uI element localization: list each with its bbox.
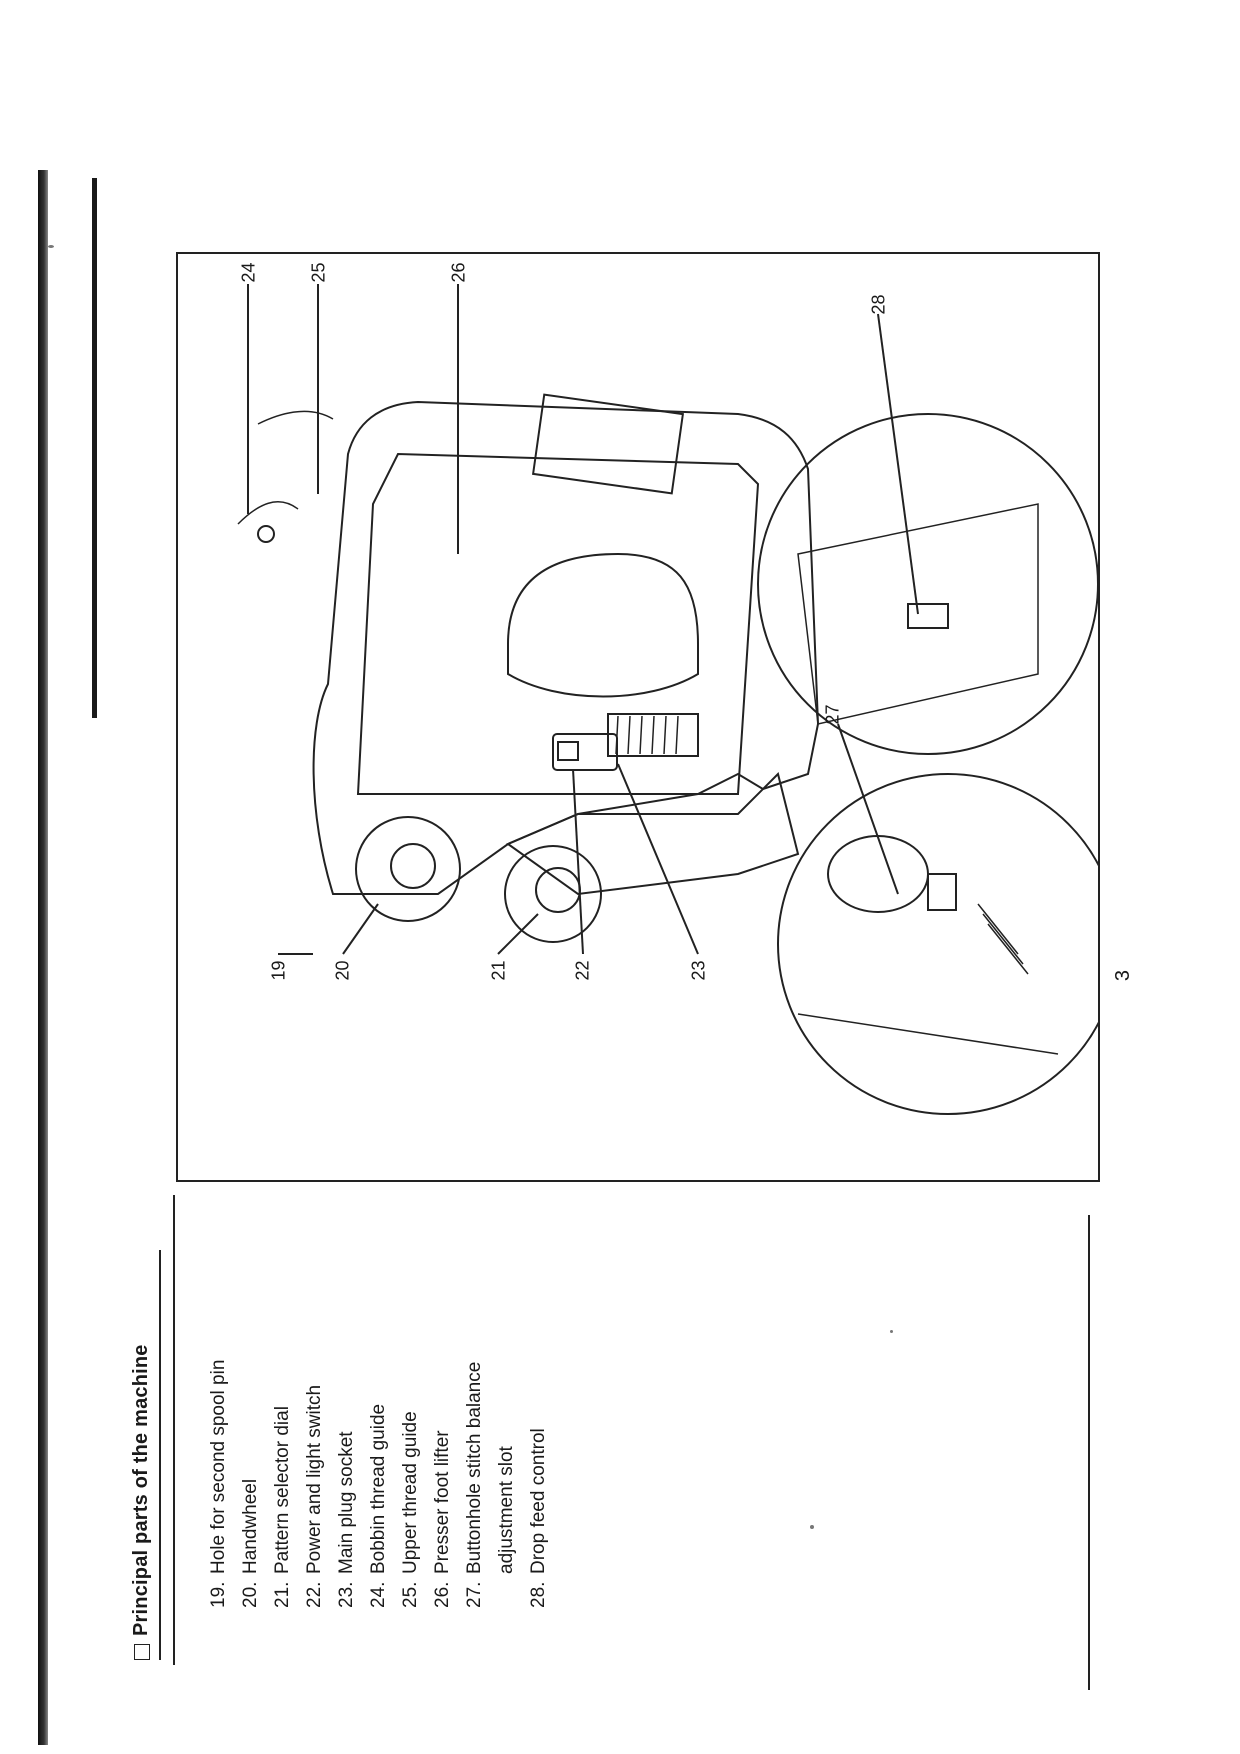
callout-21: 21 — [488, 960, 509, 981]
list-item: 19.Hole for second spool pin — [208, 1359, 229, 1608]
column-rule-right — [1088, 1215, 1090, 1690]
list-item: 25.Upper thread guide — [400, 1411, 421, 1608]
detail-dial — [827, 835, 929, 913]
list-item: 27.Buttonhole stitch balance — [464, 1361, 485, 1608]
detail-slot — [927, 873, 957, 911]
callout-19: 19 — [268, 960, 289, 981]
leader-20 — [342, 903, 379, 955]
list-item: 24.Bobbin thread guide — [368, 1403, 389, 1608]
drop-feed-lever — [907, 603, 949, 629]
flatbed — [531, 393, 685, 495]
margin-rule — [92, 178, 97, 718]
list-item: 23.Main plug socket — [336, 1431, 357, 1608]
handwheel-hub — [390, 843, 436, 889]
column-rule-left — [173, 1195, 175, 1665]
bed-extension — [505, 772, 800, 896]
scan-binding-edge — [38, 170, 48, 1745]
machine-front-panel — [356, 452, 760, 795]
list-item: 20.Handwheel — [240, 1478, 261, 1608]
detail-circle-28 — [757, 413, 1098, 755]
callout-26: 26 — [448, 262, 469, 283]
plug-socket — [552, 733, 618, 771]
pattern-selector-dial — [504, 845, 602, 943]
section-heading: Principal parts of the machine — [130, 1250, 161, 1660]
callout-23: 23 — [688, 960, 709, 981]
list-item: 21.Pattern selector dial — [272, 1406, 293, 1608]
leader-27 — [837, 723, 899, 895]
parts-panel: Principal parts of the machine 19.Hole f… — [130, 1240, 610, 1660]
list-item-continuation: adjustment slot — [496, 1446, 517, 1574]
callout-28: 28 — [868, 294, 889, 315]
vent-grille — [607, 713, 699, 757]
list-item: 28.Drop feed control — [528, 1428, 549, 1608]
machine-figure: 19 20 21 22 23 24 25 26 27 28 — [176, 252, 1100, 1182]
scan-speck — [810, 1525, 814, 1529]
checkbox-icon — [133, 1644, 150, 1660]
sewing-machine-illustration — [237, 284, 1098, 1115]
section-title: Principal parts of the machine — [130, 1344, 152, 1636]
handwheel — [355, 816, 461, 922]
power-switch — [557, 741, 579, 761]
leader-22 — [572, 768, 584, 955]
callout-24: 24 — [238, 262, 259, 283]
parts-list: 19.Hole for second spool pin 20.Handwhee… — [203, 1240, 555, 1608]
leader-21 — [497, 913, 539, 955]
leader-23 — [617, 763, 699, 955]
callout-20: 20 — [332, 960, 353, 981]
scan-speck — [890, 1330, 893, 1333]
leader-28 — [877, 313, 919, 615]
arm-opening — [507, 552, 699, 698]
list-item: 22.Power and light switch — [304, 1384, 325, 1608]
detail-circle-27 — [777, 773, 1098, 1115]
callout-27: 27 — [822, 704, 843, 725]
list-item: 26.Presser foot lifter — [432, 1430, 453, 1608]
bobbin-thread-guide — [257, 525, 275, 543]
scan-speck — [48, 245, 54, 248]
machine-body-outline — [312, 400, 820, 895]
callout-25: 25 — [308, 262, 329, 283]
page-number: 3 — [1112, 969, 1135, 982]
callout-22: 22 — [572, 960, 593, 981]
